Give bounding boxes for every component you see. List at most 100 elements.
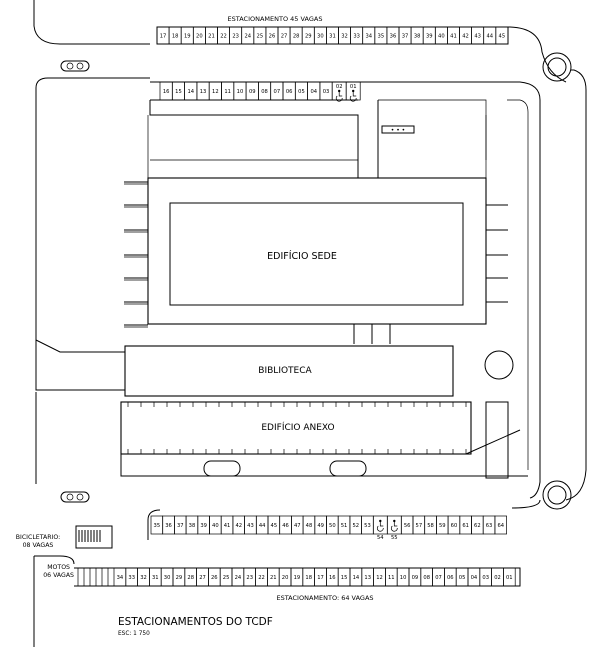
accessible-parking-icon [349, 89, 357, 102]
middle-row-slot-number: 63 [486, 523, 493, 529]
middle-row-slot-number: 47 [294, 523, 301, 529]
bottom-row-slot-number: 18 [305, 575, 312, 581]
moto-label-line1: MOTOS [47, 564, 70, 571]
top-row-slot-number: 44 [486, 34, 493, 40]
top-row-slot-number: 38 [414, 34, 421, 40]
bottom-row-slot-number: 20 [282, 575, 289, 581]
left-parking-stub [124, 301, 148, 305]
top-row-slot-number: 21 [208, 34, 215, 40]
right-road-inner [529, 100, 541, 499]
bike-label-line1: BICICLETARIO: [16, 534, 60, 541]
island-lower-left [203, 460, 241, 477]
middle-row-slot-number: 55 [391, 535, 398, 541]
bottom-row-slot-number: 34 [117, 575, 124, 581]
left-parking-stub [124, 204, 148, 208]
top-row-slot-number: 20 [196, 34, 203, 40]
main-building-upper-wing [147, 115, 487, 178]
island-bottom-left [60, 491, 90, 503]
upper-row-slot-number: 05 [298, 89, 305, 95]
left-parking-stub [124, 254, 148, 258]
bottom-row-slot-number: 32 [140, 575, 147, 581]
bottom-row-slot-number: 33 [128, 575, 135, 581]
middle-row-slot-number: 39 [200, 523, 207, 529]
bottom-row-slot-number: 04 [471, 575, 478, 581]
annex-right-block [485, 401, 509, 479]
annex-label: EDIFÍCIO ANEXO [261, 421, 334, 433]
bottom-row-slot-number: 19 [294, 575, 301, 581]
site-boundary-top [33, 0, 150, 45]
bottom-lot-label: ESTACIONAMENTO: 64 VAGAS [276, 594, 373, 602]
middle-row-slot-number: 35 [154, 523, 161, 529]
top-row-slot-number: 25 [257, 34, 264, 40]
middle-row-slot-number: 59 [439, 523, 446, 529]
bottom-row-slot-number: 22 [258, 575, 265, 581]
top-row-slot-number: 34 [365, 34, 372, 40]
upper-row-slot-number: 14 [187, 89, 194, 95]
top-row-slot-number: 33 [353, 34, 360, 40]
left-parking-stub [124, 324, 148, 328]
top-row-slot-number: 26 [269, 34, 276, 40]
round-feature-right [484, 350, 514, 380]
bottom-row-slot-number: 12 [376, 575, 383, 581]
middle-row-slot [494, 515, 507, 535]
left-driveway [35, 339, 125, 391]
middle-row-slot-number: 64 [497, 523, 504, 529]
bottom-row-slot-number: 17 [317, 575, 324, 581]
top-row-slot-number: 18 [172, 34, 179, 40]
side-parking-stubs [124, 181, 508, 328]
bottom-row-slot-number: 28 [187, 575, 194, 581]
top-row-slot [495, 26, 509, 45]
middle-row-slot-number: 41 [224, 523, 231, 529]
middle-row-slot-number: 54 [377, 535, 384, 541]
bottom-row-slot-number: 23 [246, 575, 253, 581]
bottom-row-slot-number: 15 [341, 575, 348, 581]
bottom-row-slot-number: 08 [423, 575, 430, 581]
bottom-row-slot-number: 03 [482, 575, 489, 581]
bottom-row-slot-number: 29 [176, 575, 183, 581]
middle-row-slot-number: 40 [212, 523, 219, 529]
moto-label-line2: 06 VAGAS [43, 572, 74, 579]
right-road-edge [507, 99, 529, 470]
right-road-outer [565, 69, 587, 501]
bottom-row-slot-number: 07 [435, 575, 442, 581]
top-row-slot-number: 37 [402, 34, 409, 40]
annex-building [120, 401, 472, 455]
bottom-row-slot-number: 25 [223, 575, 230, 581]
top-row-slot-number: 43 [474, 34, 481, 40]
top-row-slot-number: 41 [450, 34, 457, 40]
bottom-row-slot-number: 10 [400, 575, 407, 581]
access-gate [381, 125, 415, 134]
upper-row-slot-number: 03 [323, 89, 330, 95]
upper-row-slot-number: 12 [212, 89, 219, 95]
upper-corridor [149, 99, 379, 179]
bottom-row-slot-number: 01 [506, 575, 513, 581]
library-building [124, 345, 454, 397]
bottom-row-slot-number: 21 [270, 575, 277, 581]
bottom-row-slot-number: 14 [353, 575, 360, 581]
middle-row-slot-number: 60 [451, 523, 458, 529]
right-road-inner-upper [150, 81, 541, 101]
upper-row-slot-number: 11 [224, 89, 231, 95]
bottom-row-slot-number: 02 [494, 575, 501, 581]
middle-row-slot-number: 49 [317, 523, 324, 529]
middle-row-slot-number: 44 [259, 523, 266, 529]
lower-road [120, 429, 528, 477]
library-label: BIBLIOTECA [258, 366, 312, 376]
bottom-row-slot-number: 09 [412, 575, 419, 581]
middle-row-slot-number: 45 [271, 523, 278, 529]
top-row-slot-number: 17 [160, 34, 167, 40]
main-building-outer [147, 177, 487, 325]
bottom-row-slot-number: 26 [211, 575, 218, 581]
upper-row-slot-number: 04 [310, 89, 317, 95]
top-row-slot-number: 39 [426, 34, 433, 40]
bottom-row-slot-number: 11 [388, 575, 395, 581]
middle-row-slot-number: 36 [165, 523, 172, 529]
left-parking-stub [124, 229, 148, 233]
bottom-row-slot-number: 24 [235, 575, 242, 581]
accessible-parking-icon [335, 89, 343, 102]
bottom-row-slot-number: 05 [459, 575, 466, 581]
top-row-slot-number: 40 [438, 34, 445, 40]
